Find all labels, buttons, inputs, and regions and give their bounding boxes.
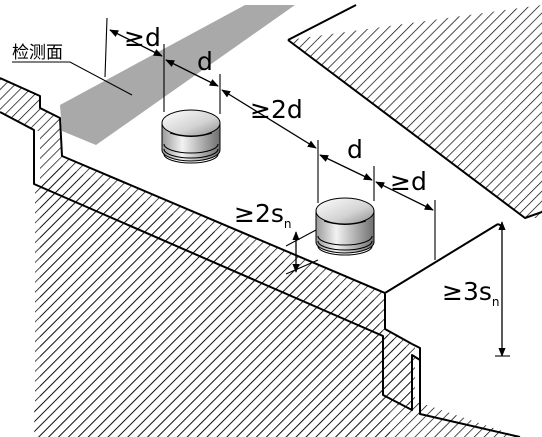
thickness-main-label: ≥2sn — [234, 199, 292, 231]
probe-1 — [161, 109, 221, 164]
dimension-lines — [109, 29, 510, 357]
spacing-label: ≥2d — [250, 95, 303, 124]
upper-block — [287, 0, 542, 219]
extension-lines — [104, 17, 436, 260]
gap-step-label: ≥d — [390, 167, 427, 196]
probe-2 — [315, 197, 375, 256]
diameter-1-label: d — [197, 47, 213, 76]
gap-edge-label: ≥d — [124, 23, 161, 52]
thickness-step-label: ≥3sn — [442, 277, 500, 309]
surface-leader — [12, 61, 133, 96]
surface-label: 检测面 — [12, 43, 63, 63]
workpiece-section — [0, 77, 521, 437]
diameter-2-label: d — [347, 135, 363, 164]
